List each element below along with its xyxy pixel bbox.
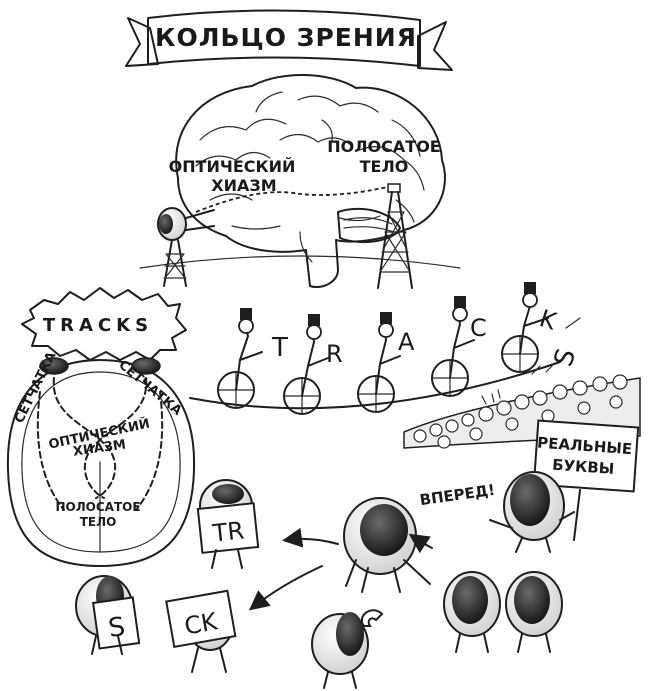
striate-scaffold-tower — [377, 183, 413, 289]
cyclist-letter-r: R — [326, 340, 343, 368]
cloud-shape — [21, 287, 187, 361]
sign-line-2: БУКВЫ — [552, 456, 615, 478]
cyclist-t: T — [217, 308, 288, 409]
banner-right-tail — [417, 21, 453, 71]
cyclist-letter-a: A — [398, 328, 415, 356]
crowd-heads — [413, 374, 628, 449]
cyclist-letter-c: C — [470, 314, 487, 342]
tightrope-scene: T R A C — [189, 282, 583, 415]
cyclist-c: C — [431, 296, 487, 397]
eye-scaffold-tower — [163, 239, 187, 287]
thought-cloud: TRACKS — [21, 287, 187, 361]
brain-drawing: ОПТИЧЕСКИЙ ХИАЗМ ПОЛОСАТОЕ ТЕЛО — [139, 73, 461, 289]
eyeball-center — [343, 497, 431, 593]
section-chiasm-lines — [36, 377, 164, 511]
banner-left-tail — [125, 17, 159, 67]
eyeball-s-holder: S — [75, 575, 141, 655]
flow-arrows — [248, 527, 433, 611]
banner-ribbon — [147, 9, 421, 67]
card-s: S — [107, 612, 128, 644]
brain-striate-label-1: ПОЛОСАТОЕ — [327, 137, 440, 156]
section-outer-outline — [6, 359, 196, 567]
brain-ground-line — [139, 255, 461, 269]
section-retina-eyes — [39, 357, 161, 375]
eyeball-c-holder — [311, 609, 384, 689]
sign-pole — [573, 489, 581, 541]
cyclist-r: R — [283, 314, 343, 415]
eyeball-pair — [443, 571, 563, 653]
arrow-to-tr — [282, 527, 339, 548]
eyeball-protester — [489, 471, 575, 553]
section-retina-left: СЕТЧАТКА — [12, 350, 59, 426]
cerebellum — [337, 207, 401, 244]
brain-section: СЕТЧАТКА СЕТЧАТКА ОПТИЧЕСКИЙ ХИАЗМ ПОЛОС… — [6, 350, 196, 567]
card-ck-frame — [165, 589, 237, 649]
crowd-waving-arms — [481, 365, 553, 405]
section-striate-label-2: ТЕЛО — [80, 515, 117, 529]
cyclist-letter-k: K — [536, 304, 561, 336]
letter-c-shape — [361, 609, 384, 627]
brain-chiasm-label-2: ХИАЗМ — [211, 176, 276, 195]
arrow-from-sign — [408, 533, 433, 554]
brain-chiasm-label-1: ОПТИЧЕСКИЙ — [169, 157, 296, 176]
sign-board — [532, 419, 640, 493]
eyeball-ck-holder: CK — [165, 589, 237, 673]
cyclist-letter-s: S — [549, 345, 583, 370]
shout-text: ВПЕРЕД! — [419, 481, 496, 509]
cyclist-a: A — [357, 312, 415, 413]
card-tr: TR — [210, 516, 245, 547]
cyclist-letter-t: T — [271, 333, 288, 363]
brain-folds — [195, 91, 425, 263]
arrow-to-ck — [248, 565, 323, 611]
brain-outline — [175, 73, 446, 288]
eyeball-tr-holder: TR — [196, 479, 260, 569]
section-chiasm-label-2: ХИАЗМ — [72, 437, 127, 459]
banner-title: КОЛЬЦО ЗРЕНИЯ — [155, 23, 417, 52]
card-tr-frame — [196, 502, 260, 554]
title-banner: КОЛЬЦО ЗРЕНИЯ — [125, 9, 453, 71]
cloud-word: TRACKS — [43, 315, 153, 336]
brain-eye — [157, 207, 215, 241]
card-ck: CK — [182, 607, 220, 640]
brain-striate-label-2: ТЕЛО — [360, 157, 409, 176]
section-striate-label-1: ПОЛОСАТОЕ — [55, 500, 140, 514]
real-letters-sign: РЕАЛЬНЫЕ БУКВЫ — [532, 419, 640, 541]
optic-pathway — [195, 185, 393, 213]
